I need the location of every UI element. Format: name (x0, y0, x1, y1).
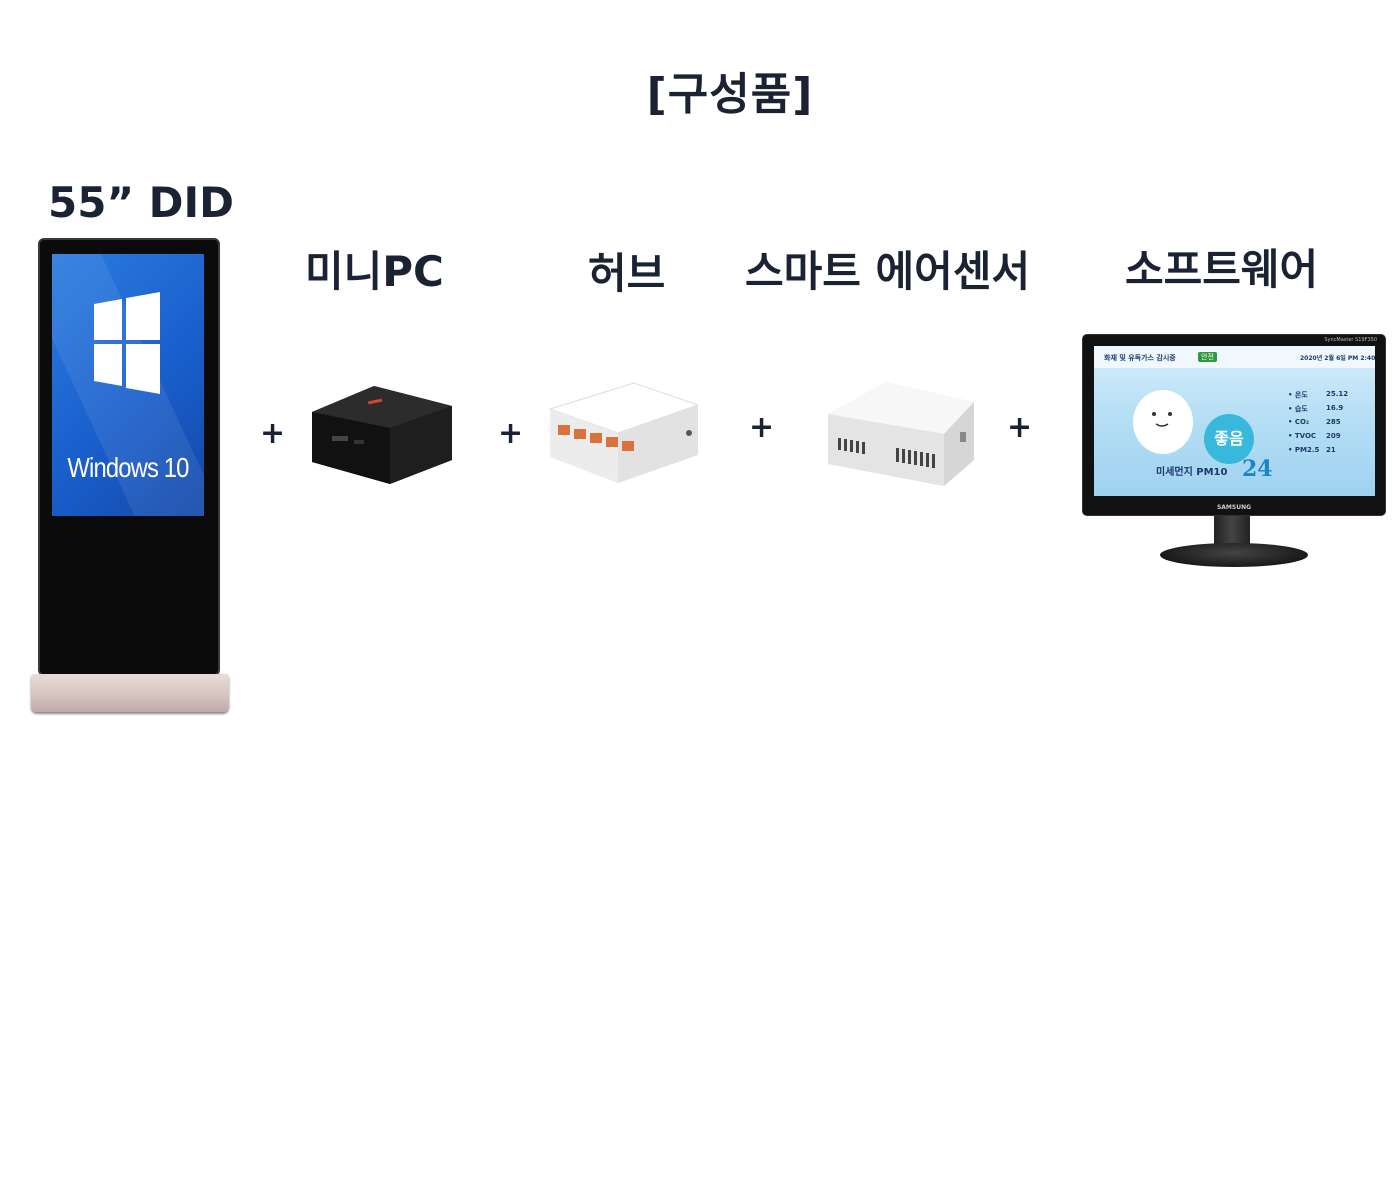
monitor-model: SyncMaster S19F350 (1324, 337, 1377, 343)
network-hub-image (548, 382, 700, 483)
reading-tvoc-value: 209 (1326, 432, 1341, 440)
reading-temp-value: 25.12 (1326, 390, 1349, 398)
reading-pm25-value: 21 (1326, 446, 1336, 454)
did-screen: Windows 10 (52, 254, 204, 516)
reading-co2-value: 285 (1326, 418, 1341, 426)
pm10-label: 미세먼지 PM10 (1156, 467, 1228, 478)
windows-text: Windows 10 (67, 452, 189, 483)
plus-sign: + (1007, 410, 1033, 445)
monitor-brand: SAMSUNG (1216, 504, 1252, 511)
monitor-stand (1160, 543, 1308, 567)
air-quality-badge: 좋음 (1204, 414, 1254, 464)
reading-temp-name: • 온도 (1288, 391, 1308, 399)
reading-humidity-name: • 습도 (1288, 405, 1308, 413)
plus-sign: + (260, 416, 286, 451)
reading-humidity-value: 16.9 (1326, 404, 1344, 412)
plus-sign: + (749, 410, 775, 445)
did-stand-base (31, 674, 229, 712)
label-did: 55” DID (48, 178, 235, 227)
windows-logo-icon (94, 292, 160, 394)
plus-sign: + (498, 416, 524, 451)
reading-pm25-name: • PM2.5 (1288, 446, 1320, 454)
monitor-datetime: 2020년 2월 6일 PM 2:40 (1300, 355, 1375, 362)
air-sensor-image (828, 382, 974, 486)
label-air-sensor: 스마트 에어센서 (745, 247, 1031, 296)
mascot-icon (1133, 390, 1193, 454)
pm10-value: 24 (1242, 456, 1273, 482)
page-title: [구성품] (646, 69, 814, 120)
status-badge: 안전 (1198, 352, 1217, 362)
mini-pc-image (312, 386, 452, 484)
label-software: 소프트웨어 (1125, 245, 1319, 294)
did-kiosk-image: Windows 10 (38, 238, 220, 676)
software-monitor-image: SyncMaster S19F350 화재 및 유독가스 감시중 안전 2020… (1082, 334, 1386, 516)
label-mini-pc: 미니PC (305, 247, 444, 296)
monitor-screen: 화재 및 유독가스 감시중 안전 2020년 2월 6일 PM 2:40 좋음 … (1094, 346, 1375, 496)
reading-co2-name: • CO₂ (1288, 418, 1310, 426)
reading-tvoc-name: • TVOC (1288, 432, 1317, 440)
label-hub: 허브 (588, 249, 666, 298)
monitor-header: 화재 및 유독가스 감시중 (1104, 354, 1176, 362)
